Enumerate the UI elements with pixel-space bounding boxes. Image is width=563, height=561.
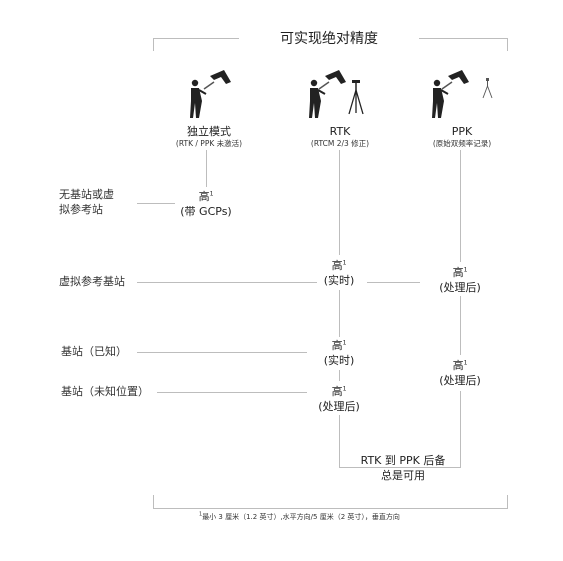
column-subtitle: (原始双频率记录) xyxy=(432,139,492,148)
footnote: 1最小 3 厘米（1.2 英寸）,水平方向/5 厘米（2 英寸），垂直方向 xyxy=(199,511,400,521)
bottom-bracket-h xyxy=(153,508,508,509)
cell-rtk-virtual: 高1 (实时) xyxy=(323,259,355,287)
rtk-vertical-line-4 xyxy=(339,415,340,467)
column-title: PPK xyxy=(451,125,473,138)
operator-with-drone-and-small-tripod-icon xyxy=(432,70,493,118)
column-header-ppk: PPK (原始双频率记录) xyxy=(412,125,512,149)
row-line-none xyxy=(137,203,175,204)
title-bracket-right-v xyxy=(507,38,508,51)
column-title: 独立模式 xyxy=(187,125,231,138)
cell-standalone-none: 高1 (带 GCPs) xyxy=(180,190,232,218)
row-line-known xyxy=(137,352,307,353)
bottom-bracket-left-v xyxy=(153,495,154,508)
row-label-unknown-base: 基站（未知位置） xyxy=(61,385,149,398)
title-bracket-right-h xyxy=(419,38,508,39)
operator-with-drone-and-tripod-icon xyxy=(309,70,364,118)
row-label-virtual-base: 虚拟参考基站 xyxy=(59,275,125,288)
column-subtitle: (RTCM 2/3 修正) xyxy=(310,139,370,148)
ppk-vertical-line-3 xyxy=(460,391,461,467)
standalone-vertical-line xyxy=(206,150,207,187)
ppk-vertical-line-1 xyxy=(460,150,461,262)
title-bracket-left-v xyxy=(153,38,154,51)
operator-with-drone-icon xyxy=(190,70,231,118)
fallback-connector-line xyxy=(339,467,461,468)
column-subtitle: (RTK / PPK 未激活) xyxy=(175,139,243,148)
row-label-known-base: 基站（已知） xyxy=(61,345,127,358)
column-header-standalone: 独立模式 (RTK / PPK 未激活) xyxy=(159,125,259,149)
title-bracket-left-h xyxy=(153,38,239,39)
fallback-note: RTK 到 PPK 后备 总是可用 xyxy=(360,454,446,482)
row-line-virtual-left xyxy=(137,282,317,283)
rtk-vertical-line-2 xyxy=(339,290,340,337)
cell-ppk-virtual: 高1 (处理后) xyxy=(439,266,481,294)
ppk-vertical-line-2 xyxy=(460,296,461,355)
rtk-vertical-line-1 xyxy=(339,150,340,255)
column-title: RTK xyxy=(329,125,351,138)
cell-rtk-unknown: 高1 (处理后) xyxy=(318,385,360,413)
cell-rtk-known: 高1 (实时) xyxy=(323,339,355,367)
bottom-bracket-right-v xyxy=(507,495,508,508)
row-line-unknown xyxy=(157,392,307,393)
row-line-virtual-right xyxy=(367,282,420,283)
diagram-title: 可实现绝对精度 xyxy=(280,31,378,47)
row-label-no-base: 无基站或虚 拟参考站 xyxy=(59,188,114,216)
rtk-vertical-line-3 xyxy=(339,370,340,381)
column-header-rtk: RTK (RTCM 2/3 修正) xyxy=(290,125,390,149)
cell-ppk-base: 高1 (处理后) xyxy=(439,359,481,387)
